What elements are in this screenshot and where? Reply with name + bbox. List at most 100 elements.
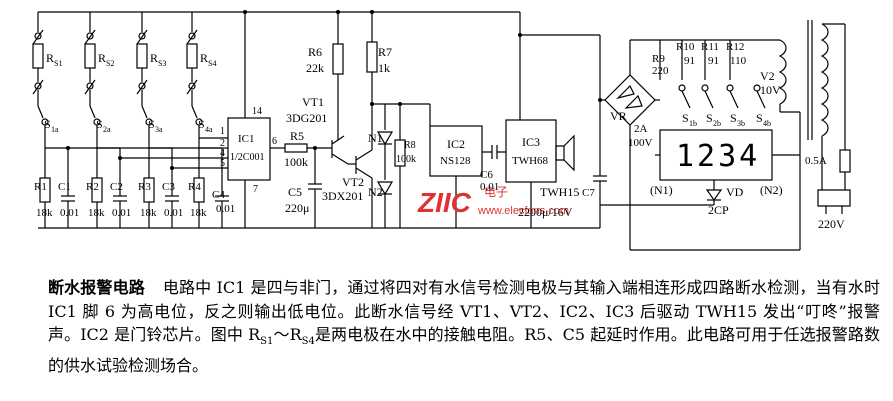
vr-rating-voltage: 100V [628,137,653,149]
rs1-sub: S1 [54,59,62,68]
n1-label: N1 [368,131,383,145]
caption-sub-1: S1 [260,336,274,348]
c6-value: 0.01 [480,181,499,193]
r10-value: 91 [684,55,695,67]
r10-label: R10 [676,41,695,53]
c1-label: C1 [58,181,71,193]
r4-label: R4 [188,181,201,193]
n2-label: N2 [368,185,383,199]
ic1-chip [227,117,271,181]
r4-value: 18k [190,207,207,219]
channel-2 [84,12,127,228]
r8-label: R8 [404,140,416,151]
c5-value: 220μ [285,201,309,215]
s2b-label: S [706,111,713,125]
vt2-label: VT2 [342,175,364,189]
vt1-label: VT1 [302,95,324,109]
s4b-label: S [756,111,763,125]
n1-pin-label: (N1) [650,183,673,197]
c2-value: 0.01 [112,207,131,219]
c5-label: C5 [288,185,302,199]
caption-body: 电路中 IC1 是四与非门，通过将四对有水信号检测电极与其输入端相连形成四路断水… [48,278,880,344]
r5-value: 100k [284,155,308,169]
c3-label: C3 [162,181,175,193]
watermark-url: www.elecfans.com [477,205,569,217]
r11-label: R11 [701,41,719,53]
fuse [839,149,851,173]
vd-label: VD [726,185,744,199]
speaker-icon [555,145,565,161]
s2a-sub: 2a [103,125,111,134]
rs4-label: R [200,51,208,65]
ic2-label: IC2 [447,137,465,151]
r2-label: R2 [86,181,99,193]
ic1-pin4: 4 [220,148,225,159]
s3a-sub: 3a [155,125,163,134]
r7-resistor [366,41,378,73]
rs1-resistor [32,43,44,69]
mains-label: 220V [818,217,845,231]
ic3-label: IC3 [522,135,540,149]
r12-value: 110 [730,55,747,67]
channel-1 [32,12,75,228]
s3b-label: S [730,111,737,125]
s4b-sub: 4b [763,119,771,128]
s4a-sub: 4a [205,125,213,134]
circuit-diagram: 1234 ZIIC 电子 www.elecfans.com R S1 R S2 … [32,10,851,251]
ic1-pin5: 5 [220,158,225,169]
vt1-type: 3DG201 [286,111,327,125]
r6-label: R6 [308,45,322,59]
r7-label: R7 [378,45,392,59]
c2-label: C2 [110,181,123,193]
v2-value: 10V [760,83,781,97]
r9-label: R9 [652,53,665,65]
ic1-pin14: 14 [252,106,262,117]
s1b-sub: 1b [689,119,697,128]
ic1-pin6: 6 [272,136,277,147]
s1b-label: S [682,111,689,125]
r5-label: R5 [290,129,304,143]
rs3-label: R [150,51,158,65]
vd-type: 2CP [708,203,729,217]
display-digits: 1234 [676,139,760,174]
c4-label: C4 [212,189,225,201]
rs2-sub: S2 [106,59,114,68]
transformer-primary [820,23,829,137]
s1a-label: S [44,117,51,131]
s1a-sub: 1a [51,125,59,134]
ic2-chip [429,125,483,177]
r8-value: 100k [396,154,416,165]
rs4-sub: S4 [208,59,216,68]
transformer-secondary [778,39,787,105]
ic2-type: NS128 [440,155,471,167]
r6-resistor [332,43,344,75]
r2-value: 18k [88,207,105,219]
plug-icon [817,189,851,207]
vr-label: VR [610,109,627,123]
watermark: ZIIC 电子 www.elecfans.com [417,185,569,218]
ic1-pin1: 1 [220,126,225,137]
caption-title: 断水报警电路 [48,278,145,297]
rs1-label: R [46,51,54,65]
c6-label: C6 [480,169,493,181]
r1-value: 18k [36,207,53,219]
s2b-sub: 2b [713,119,721,128]
watermark-cn: 电子 [484,185,508,199]
c7-label: C7 [582,187,595,199]
c7-value: 2200μ/16V [518,205,573,219]
c1-value: 0.01 [60,207,79,219]
r3-label: R3 [138,181,151,193]
r9-value: 220 [652,65,669,77]
watermark-logo: ZIIC [417,187,472,218]
channel-3 [136,12,179,228]
twh15-label: TWH15 [540,185,579,199]
vr-rating-current: 2A [634,123,648,135]
c3-value: 0.01 [164,207,183,219]
rs2-label: R [98,51,106,65]
vt2-type: 3DX201 [322,189,363,203]
v2-label: V2 [760,69,775,83]
s3b-sub: 3b [737,119,745,128]
c4-value: 0.01 [216,203,235,215]
r3-value: 18k [140,207,157,219]
fuse-label: 0.5A [805,155,827,167]
